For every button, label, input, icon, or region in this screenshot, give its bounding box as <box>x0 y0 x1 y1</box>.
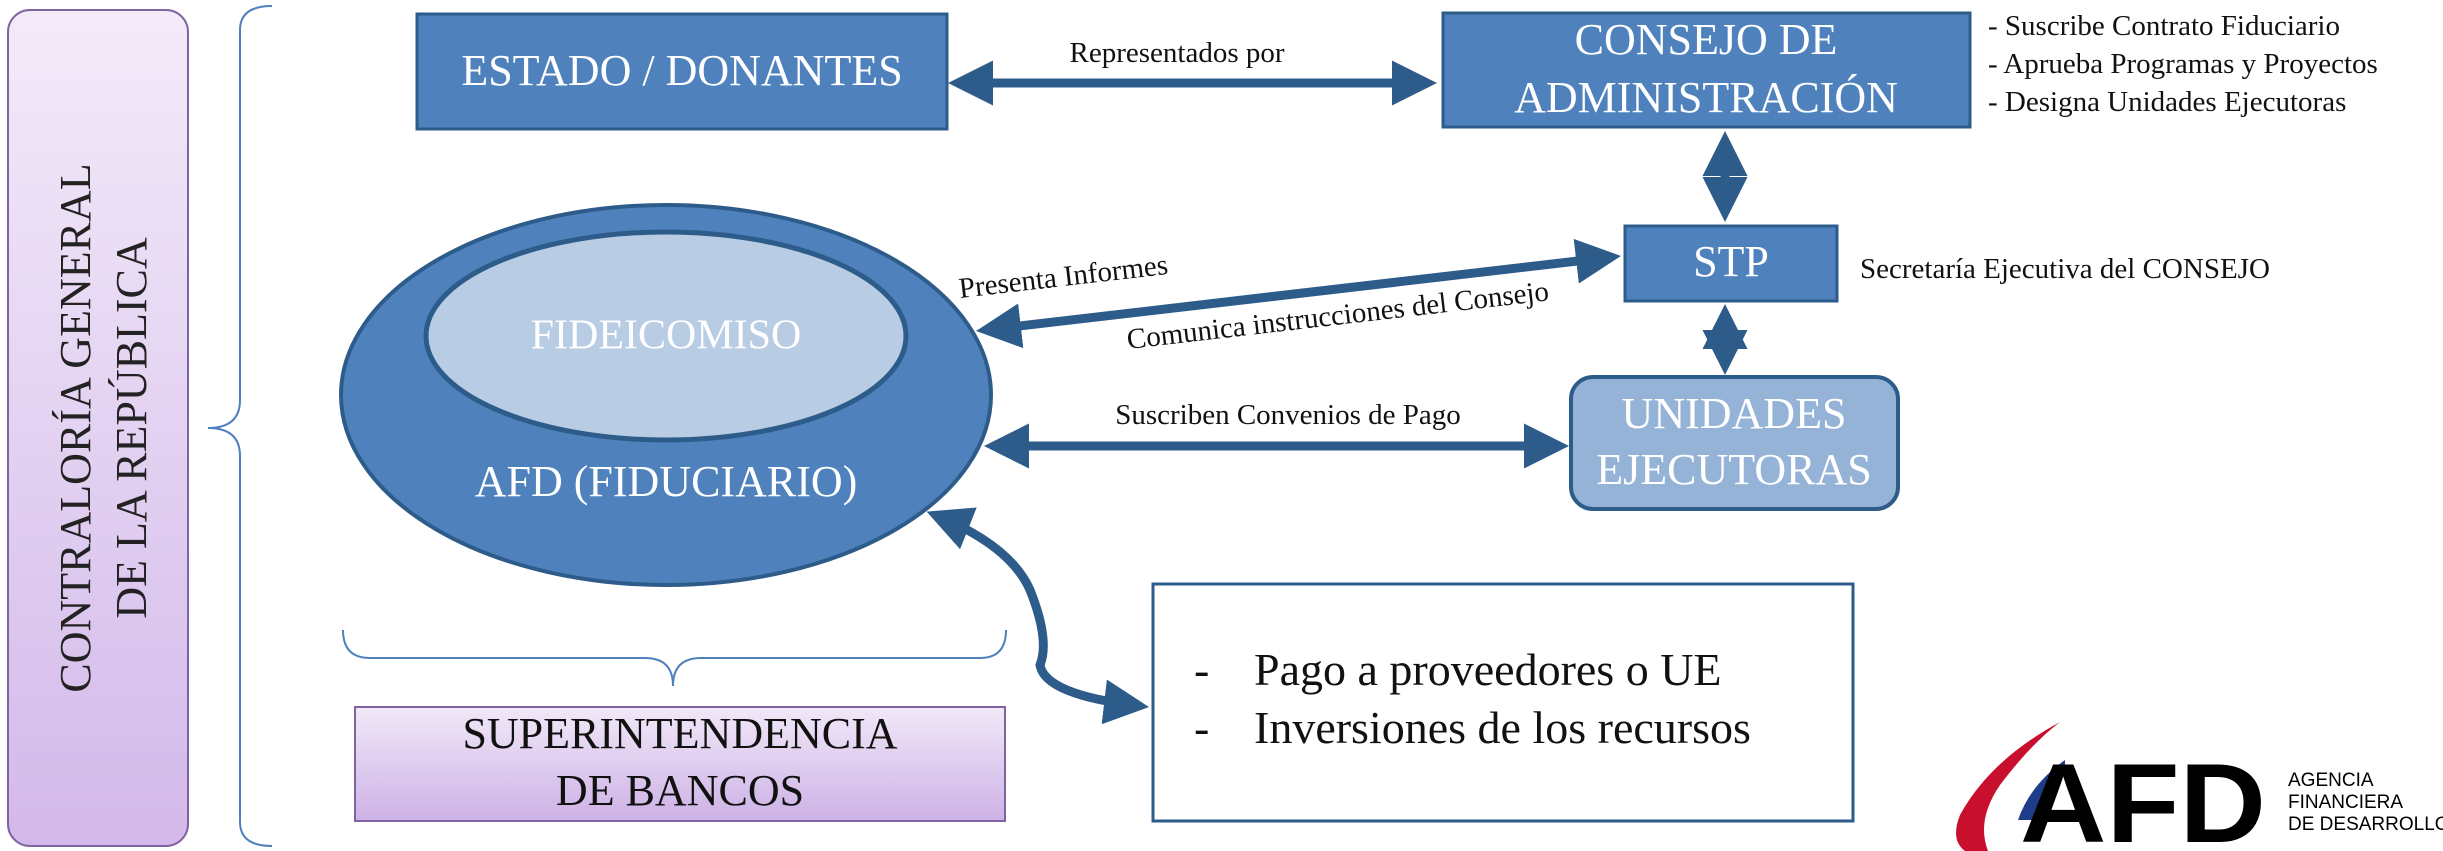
fideicomiso-ellipse <box>423 229 909 443</box>
payment-bullet-2: - <box>1194 702 1209 753</box>
contraloria-label-line1: CONTRALORÍA GENERAL <box>51 163 100 692</box>
superintendencia-box: SUPERINTENDENCIA DE BANCOS <box>354 706 1006 822</box>
arrow-stp-afd <box>976 238 1621 349</box>
consejo-function-2: - Aprueba Programas y Proyectos <box>1988 48 2378 80</box>
unidades-label-line2: EJECUTORAS <box>1596 445 1871 494</box>
consejo-functions-list: - Suscribe Contrato Fiduciario - Aprueba… <box>1988 10 2378 118</box>
consejo-function-3: - Designa Unidades Ejecutoras <box>1988 86 2346 118</box>
payment-box: - Pago a proveedores o UE - Inversiones … <box>1151 582 1855 823</box>
payment-item-1: Pago a proveedores o UE <box>1254 644 1722 695</box>
stp-box: STP <box>1623 224 1839 303</box>
logo-line2: FINANCIERA <box>2288 792 2403 813</box>
superintendencia-brace <box>342 629 1007 687</box>
consejo-box: CONSEJO DE ADMINISTRACIÓN <box>1441 11 1972 129</box>
logo-line1: AGENCIA <box>2288 770 2374 791</box>
contraloria-brace <box>207 5 273 847</box>
label-presenta-informes: Presenta Informes <box>957 249 1169 305</box>
logo-red-swoosh <box>1956 722 2060 851</box>
logo-line3: DE DESARROLLO <box>2288 814 2443 835</box>
contraloria-label-line2: DE LA REPÚBLICA <box>107 237 156 619</box>
estado-donantes-box: ESTADO / DONANTES <box>415 12 949 131</box>
payment-bullet-1: - <box>1194 644 1209 695</box>
label-representados: Representados por <box>1069 37 1284 69</box>
logo-blue-swoosh <box>2018 760 2065 820</box>
contraloria-panel: CONTRALORÍA GENERAL DE LA REPÚBLICA <box>7 9 189 847</box>
label-suscriben-convenios: Suscriben Convenios de Pago <box>1115 399 1461 431</box>
afd-fiduciario-label: AFD (FIDUCIARIO) <box>475 457 858 506</box>
fideicomiso-label: FIDEICOMISO <box>531 313 802 359</box>
stp-label: STP <box>1693 237 1769 286</box>
unidades-label-line1: UNIDADES <box>1622 389 1847 438</box>
unidades-ejecutoras-box: UNIDADES EJECUTORAS <box>1569 375 1900 511</box>
superintendencia-label-line1: SUPERINTENDENCIA <box>462 709 897 758</box>
payment-item-2: Inversiones de los recursos <box>1254 702 1751 753</box>
consejo-label-line2: ADMINISTRACIÓN <box>1514 73 1898 122</box>
arrow-afd-payment <box>926 507 1149 725</box>
estado-donantes-label: ESTADO / DONANTES <box>461 46 902 95</box>
logo-mark: AFD <box>2020 741 2266 851</box>
stp-description: Secretaría Ejecutiva del CONSEJO <box>1860 253 2270 285</box>
afd-logo: AFD AGENCIA FINANCIERA DE DESARROLLO <box>1956 722 2443 851</box>
consejo-label-line1: CONSEJO DE <box>1575 15 1838 64</box>
consejo-function-1: - Suscribe Contrato Fiduciario <box>1988 10 2340 42</box>
afd-fiduciario-ellipse: FIDEICOMISO AFD (FIDUCIARIO) <box>339 203 993 587</box>
superintendencia-label-line2: DE BANCOS <box>556 766 804 815</box>
